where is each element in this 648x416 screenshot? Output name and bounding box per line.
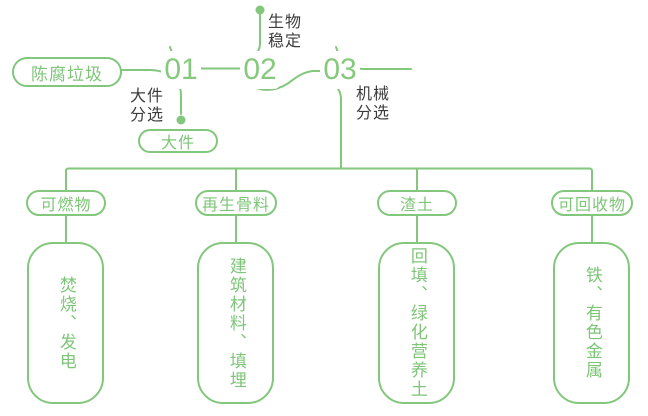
bulky-item-pill: 大件 bbox=[138, 129, 218, 153]
output-box-incineration: 焚烧、发电 bbox=[27, 242, 104, 404]
step-label-bulky-sorting: 大件 分选 bbox=[130, 88, 165, 124]
distribution-bar bbox=[65, 167, 593, 191]
category-pill-recycled-aggregate: 再生骨料 bbox=[195, 190, 277, 216]
category-label: 可燃物 bbox=[40, 197, 92, 214]
category-pill-combustible: 可燃物 bbox=[26, 190, 106, 216]
output-text: 回填、绿化营养土 bbox=[407, 247, 427, 399]
output-box-backfill: 回填、绿化营养土 bbox=[378, 242, 455, 404]
step-number-2: 02 bbox=[240, 51, 280, 89]
output-box-construction: 建筑材料、填埋 bbox=[197, 242, 274, 404]
category-pill-recyclables: 可回收物 bbox=[551, 190, 633, 216]
bio-branch-dot bbox=[255, 5, 265, 15]
source-label: 陈腐垃圾 bbox=[31, 64, 103, 84]
bulky-item-label: 大件 bbox=[160, 135, 195, 152]
output-text: 铁、有色金属 bbox=[582, 266, 602, 380]
category-label: 再生骨料 bbox=[201, 197, 270, 214]
step-number-3: 03 bbox=[320, 51, 360, 89]
category-label: 渣土 bbox=[399, 197, 434, 214]
step-label-mechanical-sorting: 机械 分选 bbox=[356, 86, 391, 122]
category-label: 可回收物 bbox=[557, 197, 626, 214]
step-number-1: 01 bbox=[161, 51, 201, 89]
output-text: 焚烧、发电 bbox=[56, 275, 76, 371]
output-text: 建筑材料、填埋 bbox=[226, 256, 246, 390]
line-step3-down bbox=[327, 78, 342, 170]
output-box-metals: 铁、有色金属 bbox=[553, 242, 630, 404]
flow-lines bbox=[65, 13, 593, 243]
category-pill-slag-soil: 渣土 bbox=[377, 190, 457, 216]
step-label-bio-stabilization: 生物 稳定 bbox=[268, 14, 303, 50]
bulky-branch-dot bbox=[176, 115, 186, 125]
source-pill: 陈腐垃圾 bbox=[12, 57, 122, 87]
